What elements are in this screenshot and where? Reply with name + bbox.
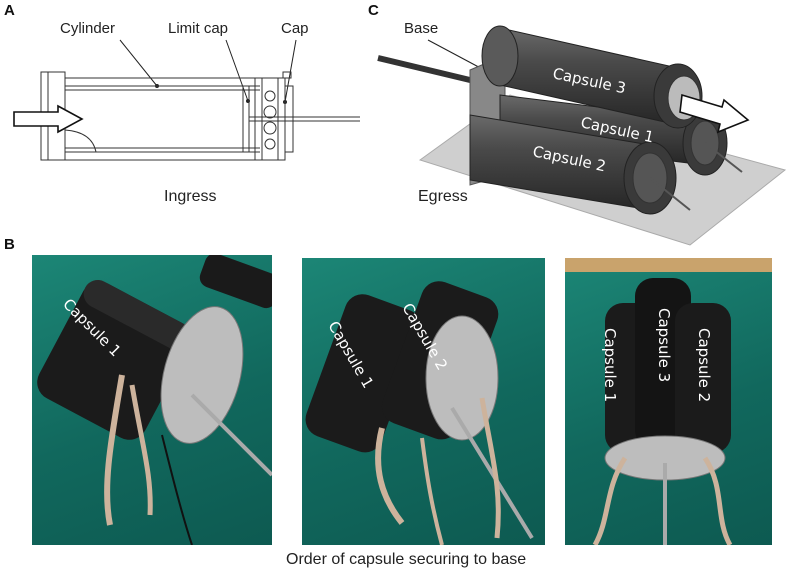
panel-c-letter: C xyxy=(368,2,379,19)
panel-b-letter: B xyxy=(4,236,15,253)
photo-3-capsule-3-label: Capsule 3 xyxy=(655,308,673,383)
photo-3-capsule-1-label: Capsule 1 xyxy=(601,328,619,403)
photo-step-2: Capsule 1 Capsule 2 xyxy=(302,258,545,545)
ingress-caption: Ingress xyxy=(164,188,217,205)
photo-3-capsule-2-label: Capsule 2 xyxy=(695,328,713,403)
cap-label: Cap xyxy=(281,20,309,37)
cylinder-label: Cylinder xyxy=(60,20,116,37)
limit-cap-label: Limit cap xyxy=(168,20,229,37)
egress-caption: Egress xyxy=(418,188,468,205)
securing-order-caption: Order of capsule securing to base xyxy=(286,551,527,568)
base-label: Base xyxy=(404,20,439,37)
photo-step-3: Capsule 1 Capsule 3 Capsule 2 xyxy=(565,258,772,545)
photo-step-1: Capsule 1 xyxy=(32,255,272,545)
panel-a-letter: A xyxy=(4,2,15,19)
